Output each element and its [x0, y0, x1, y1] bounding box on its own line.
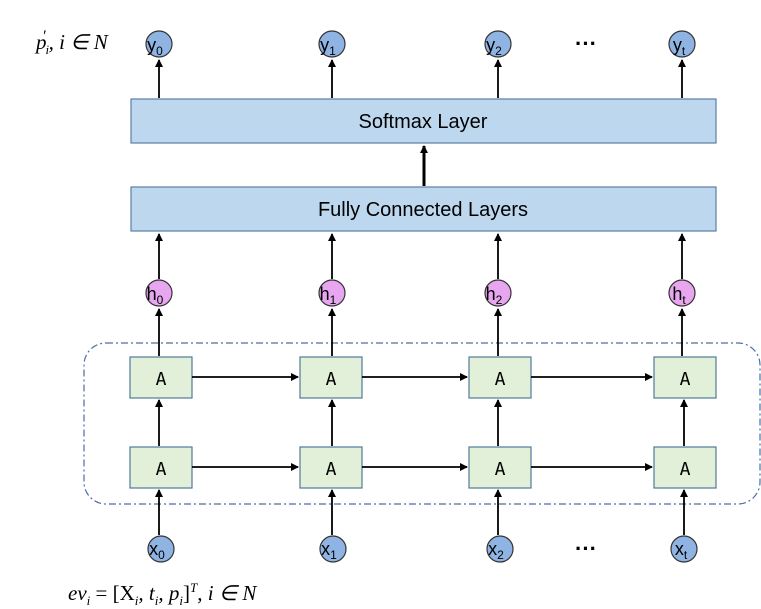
svg-text:h0: h0 [147, 284, 164, 307]
svg-text:A: A [156, 459, 167, 480]
svg-text:ht: ht [672, 284, 686, 307]
input-node: xt [670, 535, 698, 563]
recurrent-horizontal-arrows [192, 373, 653, 471]
lstm-cell-bottom: A [129, 446, 193, 489]
svg-text:y0: y0 [147, 35, 163, 58]
softmax-output-arrows [155, 59, 686, 98]
lstm-cell-top: A [299, 356, 363, 399]
svg-text:A: A [156, 369, 167, 390]
output-node: yt [668, 30, 696, 58]
svg-text:h2: h2 [486, 284, 503, 307]
hidden-state-node: h1 [318, 279, 346, 307]
lstm-cell-bottom: A [299, 446, 363, 489]
svg-text:A: A [680, 369, 691, 390]
hidden-state-node: ht [668, 279, 696, 307]
input-node: x2 [486, 535, 514, 563]
lstm-cell-bottom: A [653, 446, 717, 489]
hidden-state-node: h2 [484, 279, 512, 307]
layer-stack-arrows [155, 399, 688, 446]
input-ellipsis: ··· [575, 536, 597, 561]
fully-connected-layer-box [130, 186, 717, 232]
svg-text:x0: x0 [149, 539, 165, 562]
svg-text:A: A [495, 369, 506, 390]
input-node: x0 [147, 535, 175, 563]
input-to-cell-arrows [155, 489, 688, 535]
svg-text:A: A [680, 459, 691, 480]
svg-text:x1: x1 [321, 539, 337, 562]
output-node: y1 [318, 30, 346, 58]
svg-text:x2: x2 [488, 539, 504, 562]
lstm-cell-bottom: A [468, 446, 532, 489]
softmax-layer-label: Softmax Layer [359, 111, 488, 133]
svg-text:xt: xt [675, 539, 688, 562]
svg-text:y1: y1 [320, 35, 336, 58]
output-node: y0 [145, 30, 173, 58]
hidden-to-fc-arrows [155, 233, 686, 279]
svg-text:yt: yt [673, 35, 686, 58]
svg-text:h1: h1 [320, 284, 337, 307]
cell-to-hidden-arrows [155, 308, 686, 356]
lstm-cell-top: A [468, 356, 532, 399]
input-node: x1 [319, 535, 347, 563]
output-node: y2 [484, 30, 512, 58]
recurrent-block-boundary [83, 342, 761, 505]
lstm-cell-top: A [653, 356, 717, 399]
softmax-layer-box [130, 98, 717, 144]
svg-text:y2: y2 [486, 35, 502, 58]
fully-connected-layer-label: Fully Connected Layers [318, 199, 528, 221]
input-equation: evi = [Xi, ti, pi]T, i ∈ N [68, 580, 257, 609]
hidden-state-node: h0 [145, 279, 173, 307]
svg-text:A: A [326, 369, 337, 390]
output-equation: pi′, i ∈ N [36, 28, 108, 58]
svg-text:A: A [326, 459, 337, 480]
output-ellipsis: ··· [575, 31, 597, 56]
svg-text:A: A [495, 459, 506, 480]
lstm-cell-top: A [129, 356, 193, 399]
